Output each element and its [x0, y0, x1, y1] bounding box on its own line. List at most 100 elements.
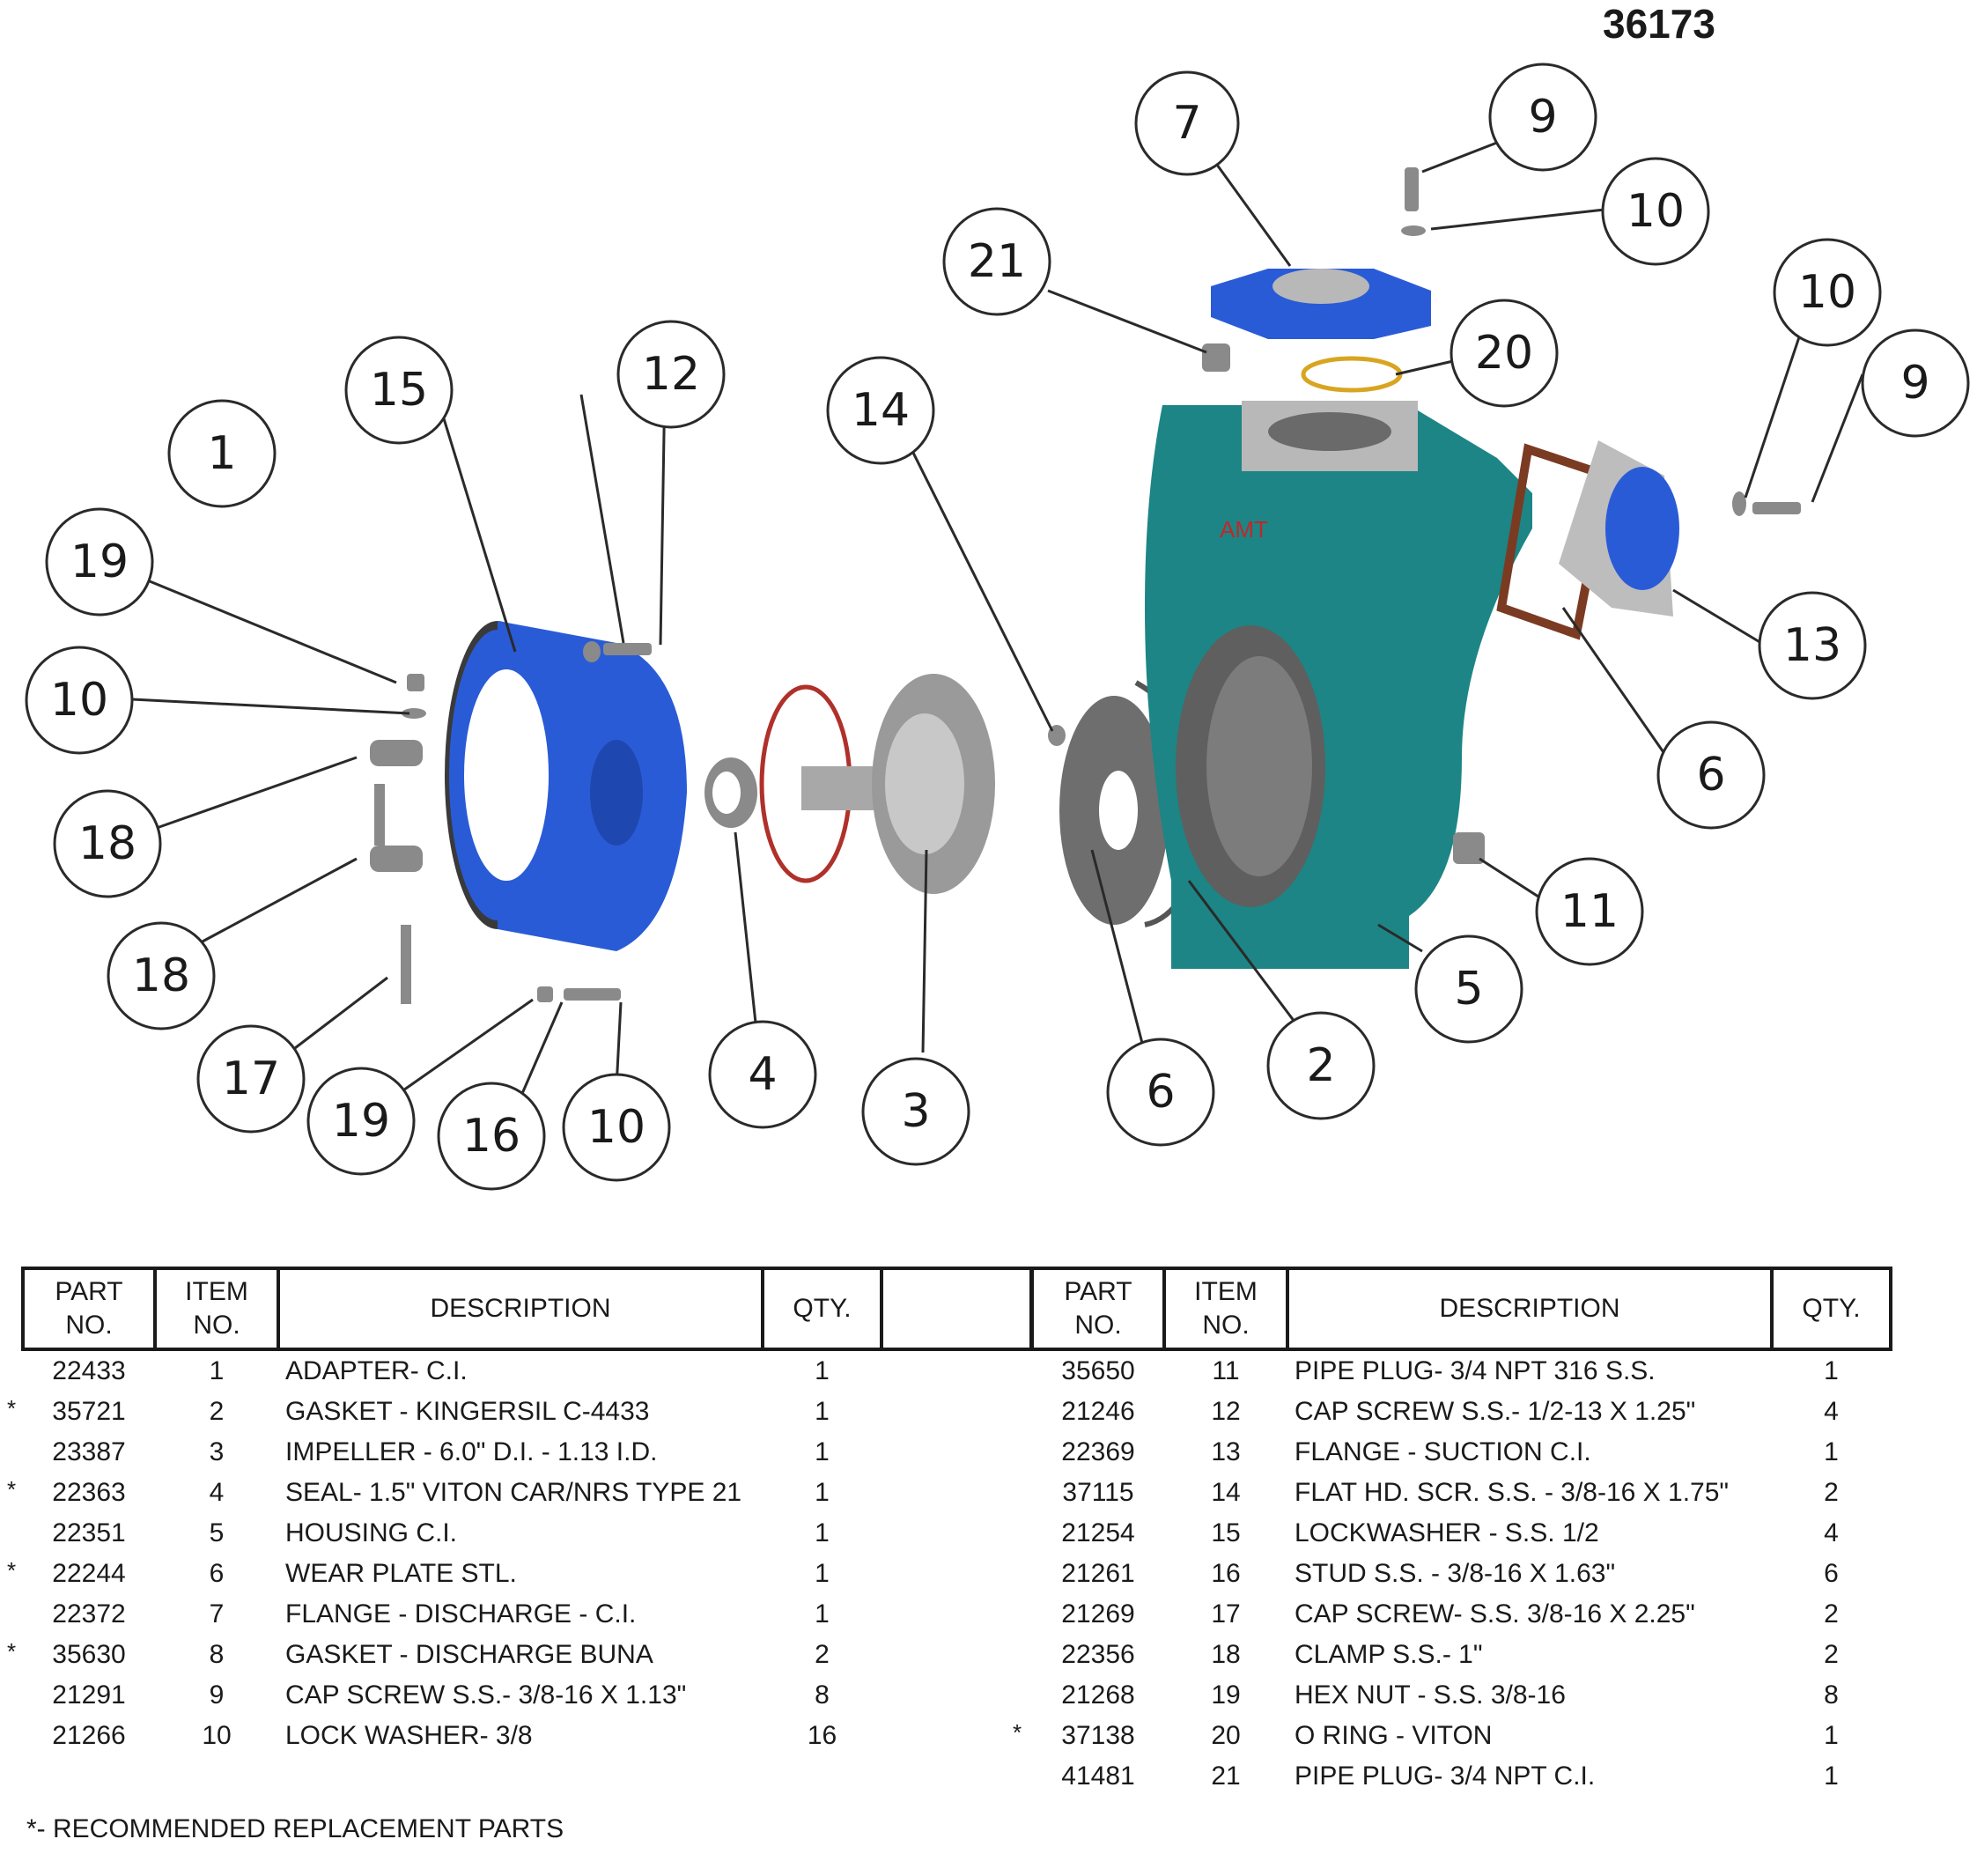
spacer-cell [882, 1594, 1031, 1635]
svg-text:10: 10 [50, 674, 108, 727]
svg-text:19: 19 [332, 1095, 390, 1148]
callout-19-left: 19 [45, 507, 154, 617]
part-number-cell: 21246 [1061, 1397, 1135, 1426]
description-cell: CAP SCREW- S.S. 3/8-16 X 2.25" [1295, 1599, 1695, 1629]
part-number-cell: 22433 [52, 1356, 126, 1385]
part-number-cell: 35630 [52, 1640, 126, 1669]
discharge-flange-part [1211, 269, 1431, 339]
svg-text:16: 16 [462, 1110, 520, 1163]
description-cell: CLAMP S.S.- 1" [1295, 1640, 1483, 1669]
quantity-cell: 8 [1824, 1680, 1839, 1710]
svg-text:7: 7 [1172, 97, 1201, 150]
item-number-cell: 21 [1211, 1762, 1241, 1791]
header-description: DESCRIPTION [1286, 1267, 1774, 1351]
item-number-cell: 13 [1211, 1437, 1241, 1466]
callout-10-left: 10 [25, 646, 134, 755]
gold-ring-part [1301, 356, 1403, 393]
table-row: 21254 15 LOCKWASHER - S.S. 1/2 4 [1032, 1513, 1891, 1554]
quantity-cell: 1 [1824, 1356, 1839, 1385]
item-number-cell: 12 [1211, 1397, 1241, 1426]
callout-10-bottom: 10 [562, 1073, 671, 1182]
description-cell: GASKET - DISCHARGE BUNA [285, 1640, 653, 1669]
part-number-cell: 22244 [52, 1559, 126, 1588]
callout-7: 7 [1134, 70, 1240, 176]
callout-12: 12 [616, 320, 726, 429]
table-row: 35650 11 PIPE PLUG- 3/4 NPT 316 S.S. 1 [1032, 1349, 1891, 1392]
part-number-cell: 23387 [52, 1437, 126, 1466]
recommended-star: * [7, 1476, 17, 1503]
quantity-cell: 4 [1824, 1518, 1839, 1547]
description-cell: GASKET - KINGERSIL C-4433 [285, 1397, 650, 1426]
callout-10-top: 10 [1601, 157, 1710, 266]
impeller-part [801, 674, 995, 894]
callout-17: 17 [196, 1024, 306, 1134]
svg-text:AMT: AMT [1220, 516, 1268, 543]
part-number-cell: 21266 [52, 1721, 126, 1750]
svg-text:19: 19 [70, 535, 129, 588]
description-cell: O RING - VITON [1295, 1721, 1493, 1750]
quantity-cell: 8 [815, 1680, 830, 1710]
item-number-cell: 11 [1212, 1356, 1240, 1385]
description-cell: WEAR PLATE STL. [285, 1559, 517, 1588]
part-number-cell: 22363 [52, 1478, 126, 1507]
callout-9-right: 9 [1861, 329, 1970, 438]
item-number-cell: 20 [1211, 1721, 1241, 1750]
svg-text:10: 10 [587, 1101, 645, 1154]
description-cell: HEX NUT - S.S. 3/8-16 [1295, 1680, 1566, 1710]
suction-flange-part [1559, 440, 1679, 617]
small-hardware [370, 167, 1801, 1004]
description-cell: SEAL- 1.5" VITON CAR/NRS TYPE 21 [285, 1478, 742, 1507]
table-row: 21268 19 HEX NUT - S.S. 3/8-16 8 [1032, 1675, 1891, 1716]
item-number-cell: 14 [1211, 1478, 1241, 1507]
svg-text:14: 14 [852, 384, 910, 437]
spacer-cell [882, 1635, 1031, 1675]
quantity-cell: 4 [1824, 1397, 1839, 1426]
part-number-cell: 35650 [1061, 1356, 1135, 1385]
svg-text:15: 15 [370, 364, 428, 417]
quantity-cell: 2 [1824, 1640, 1839, 1669]
quantity-cell: 2 [815, 1640, 830, 1669]
description-cell: ADAPTER- C.I. [285, 1356, 468, 1385]
callout-9-top: 9 [1488, 63, 1597, 172]
spacer-cell [882, 1675, 1031, 1716]
callout-19-bottom: 19 [306, 1067, 416, 1176]
spacer-cell [882, 1554, 1031, 1594]
item-number-cell: 17 [1211, 1599, 1241, 1629]
item-number-cell: 15 [1211, 1518, 1241, 1547]
footnote: *- RECOMMENDED REPLACEMENT PARTS [26, 1814, 564, 1843]
item-number-cell: 7 [209, 1599, 225, 1629]
header-spacer [880, 1267, 1033, 1351]
leader-lines [131, 122, 1864, 1111]
drawing-number: 36173 [1603, 1, 1715, 47]
description-cell: PIPE PLUG- 3/4 NPT 316 S.S. [1295, 1356, 1656, 1385]
callout-11: 11 [1535, 857, 1644, 966]
part-number-cell: 21269 [1061, 1599, 1135, 1629]
quantity-cell: 1 [815, 1437, 830, 1466]
part-number-cell: 37115 [1062, 1478, 1134, 1507]
item-number-cell: 9 [209, 1680, 225, 1710]
callout-3: 3 [861, 1057, 970, 1166]
description-cell: LOCKWASHER - S.S. 1/2 [1295, 1518, 1599, 1547]
svg-text:18: 18 [78, 817, 136, 870]
part-number-cell: 21268 [1061, 1680, 1135, 1710]
pipe-plug-side-part [1453, 832, 1485, 864]
spacer-cell [882, 1473, 1031, 1513]
item-number-cell: 19 [1211, 1680, 1241, 1710]
spacer-cell [882, 1432, 1031, 1473]
callout-6: 6 [1106, 1038, 1215, 1147]
quantity-cell: 1 [1824, 1437, 1839, 1466]
part-number-cell: 21254 [1061, 1518, 1135, 1547]
